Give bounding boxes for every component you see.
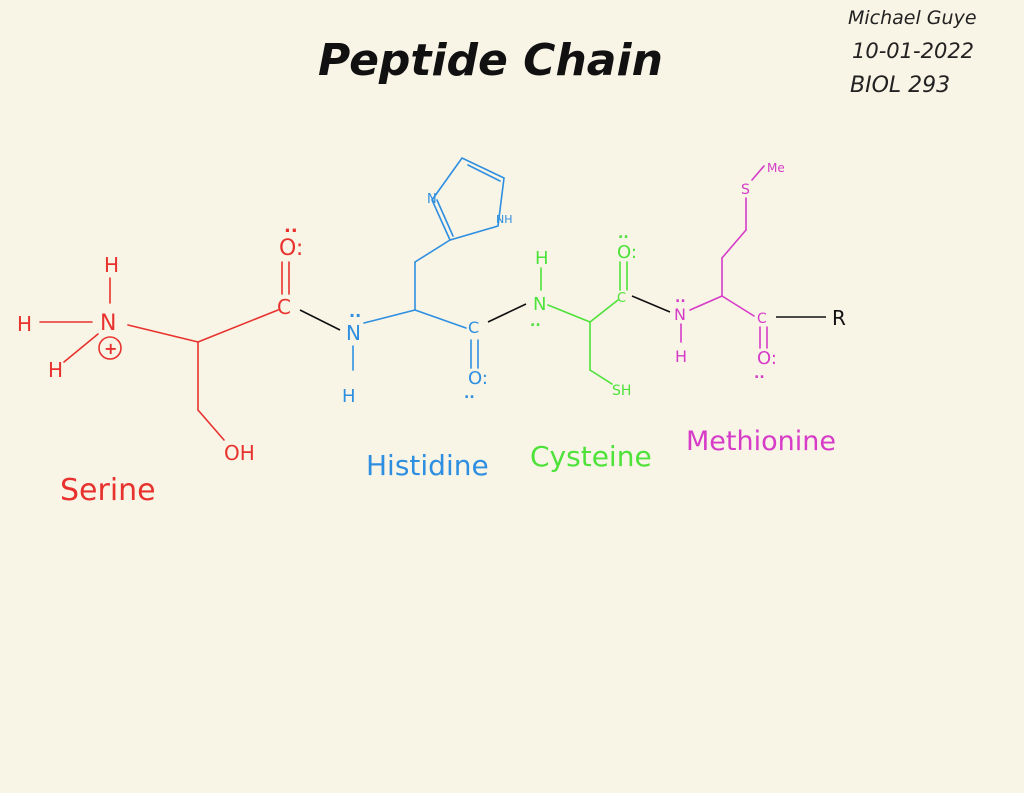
peptide-bond-cys-met [631,295,671,313]
cysteine-carbonyl-o: O: [617,242,637,263]
methionine-n-calpha-bond [689,295,723,311]
methionine-methyl: Me [767,161,785,175]
methionine-label: Methionine [686,426,836,457]
histidine-cb-ring-bond [414,239,451,263]
methionine-carbonyl-c: C [757,311,767,327]
cysteine-n-calpha-bond [547,304,591,323]
terminal-r-group: R [832,306,846,330]
imidazole-ring [431,156,505,241]
methionine-residue [680,165,768,349]
cysteine-carbonyl-c: C [617,291,626,306]
serine-carbonyl-o: O: [279,236,303,261]
serine-h-top: H [104,253,119,277]
serine-charge: + [104,339,117,358]
methionine-n: N [674,305,686,324]
imidazole-inner-bond-1 [467,164,501,182]
cysteine-label: Cysteine [530,440,652,473]
cysteine-n-h: H [535,248,549,269]
methionine-o-lone-pair: .. [754,366,765,382]
histidine-n-lone-pair: .. [349,302,361,321]
serine-n: N [100,311,116,336]
histidine-label: Histidine [366,449,489,482]
page-title: Peptide Chain [318,35,663,86]
histidine-carbonyl-c: C [468,318,479,337]
methionine-n-h: H [675,347,687,366]
serine-carbonyl-c: C [277,295,291,319]
methionine-sulfur: S [741,182,750,198]
histidine-o-lone-pair: .. [464,386,475,402]
imidazole-nh: NH [496,213,513,226]
methionine-n-lone-pair: .. [675,290,686,306]
methionine-carbonyl-o: O: [757,348,777,369]
author-name: Michael Guye [848,7,977,29]
peptide-bond-his-cys [487,303,527,323]
cysteine-n-lone-pair: .. [530,314,541,330]
serine-n-h-bottom-bond [63,333,99,363]
peptide-bond-ser-his [299,309,341,331]
methionine-calpha-carbonyl-bond [721,295,755,317]
serine-charge-circle [98,336,122,360]
serine-n-calpha-bond [127,324,199,343]
cysteine-n: N [533,294,546,315]
imidazole-inner-bond-2 [436,199,454,237]
cysteine-calpha-carbonyl-bond [589,299,619,323]
methionine-cb-cg-bond [721,229,747,259]
serine-cb-oh-bond [197,409,225,441]
imidazole-n: N [427,192,437,207]
serine-h-left: H [17,312,32,336]
serine-calpha-carbonyl-bond [197,309,279,343]
author-date: 10-01-2022 [852,39,974,63]
course-code: BIOL 293 [850,73,950,98]
histidine-n: N [346,321,361,345]
histidine-residue [352,156,505,371]
cysteine-cb-sh-bond [589,369,613,385]
histidine-n-h: H [342,386,356,407]
cysteine-residue [540,261,628,385]
serine-side-chain-oh: OH [224,441,255,465]
serine-o-lone-pair: .. [284,216,298,237]
cysteine-o-lone-pair: .. [618,226,629,242]
cysteine-side-chain-sh: SH [612,383,631,399]
histidine-carbonyl-o: O: [468,368,488,389]
serine-residue [39,261,290,441]
histidine-n-calpha-bond [363,309,416,324]
methionine-s-methyl-bond [751,165,765,181]
serine-label: Serine [60,473,156,508]
histidine-calpha-carbonyl-bond [414,309,467,329]
serine-h-bottom: H [48,358,63,382]
